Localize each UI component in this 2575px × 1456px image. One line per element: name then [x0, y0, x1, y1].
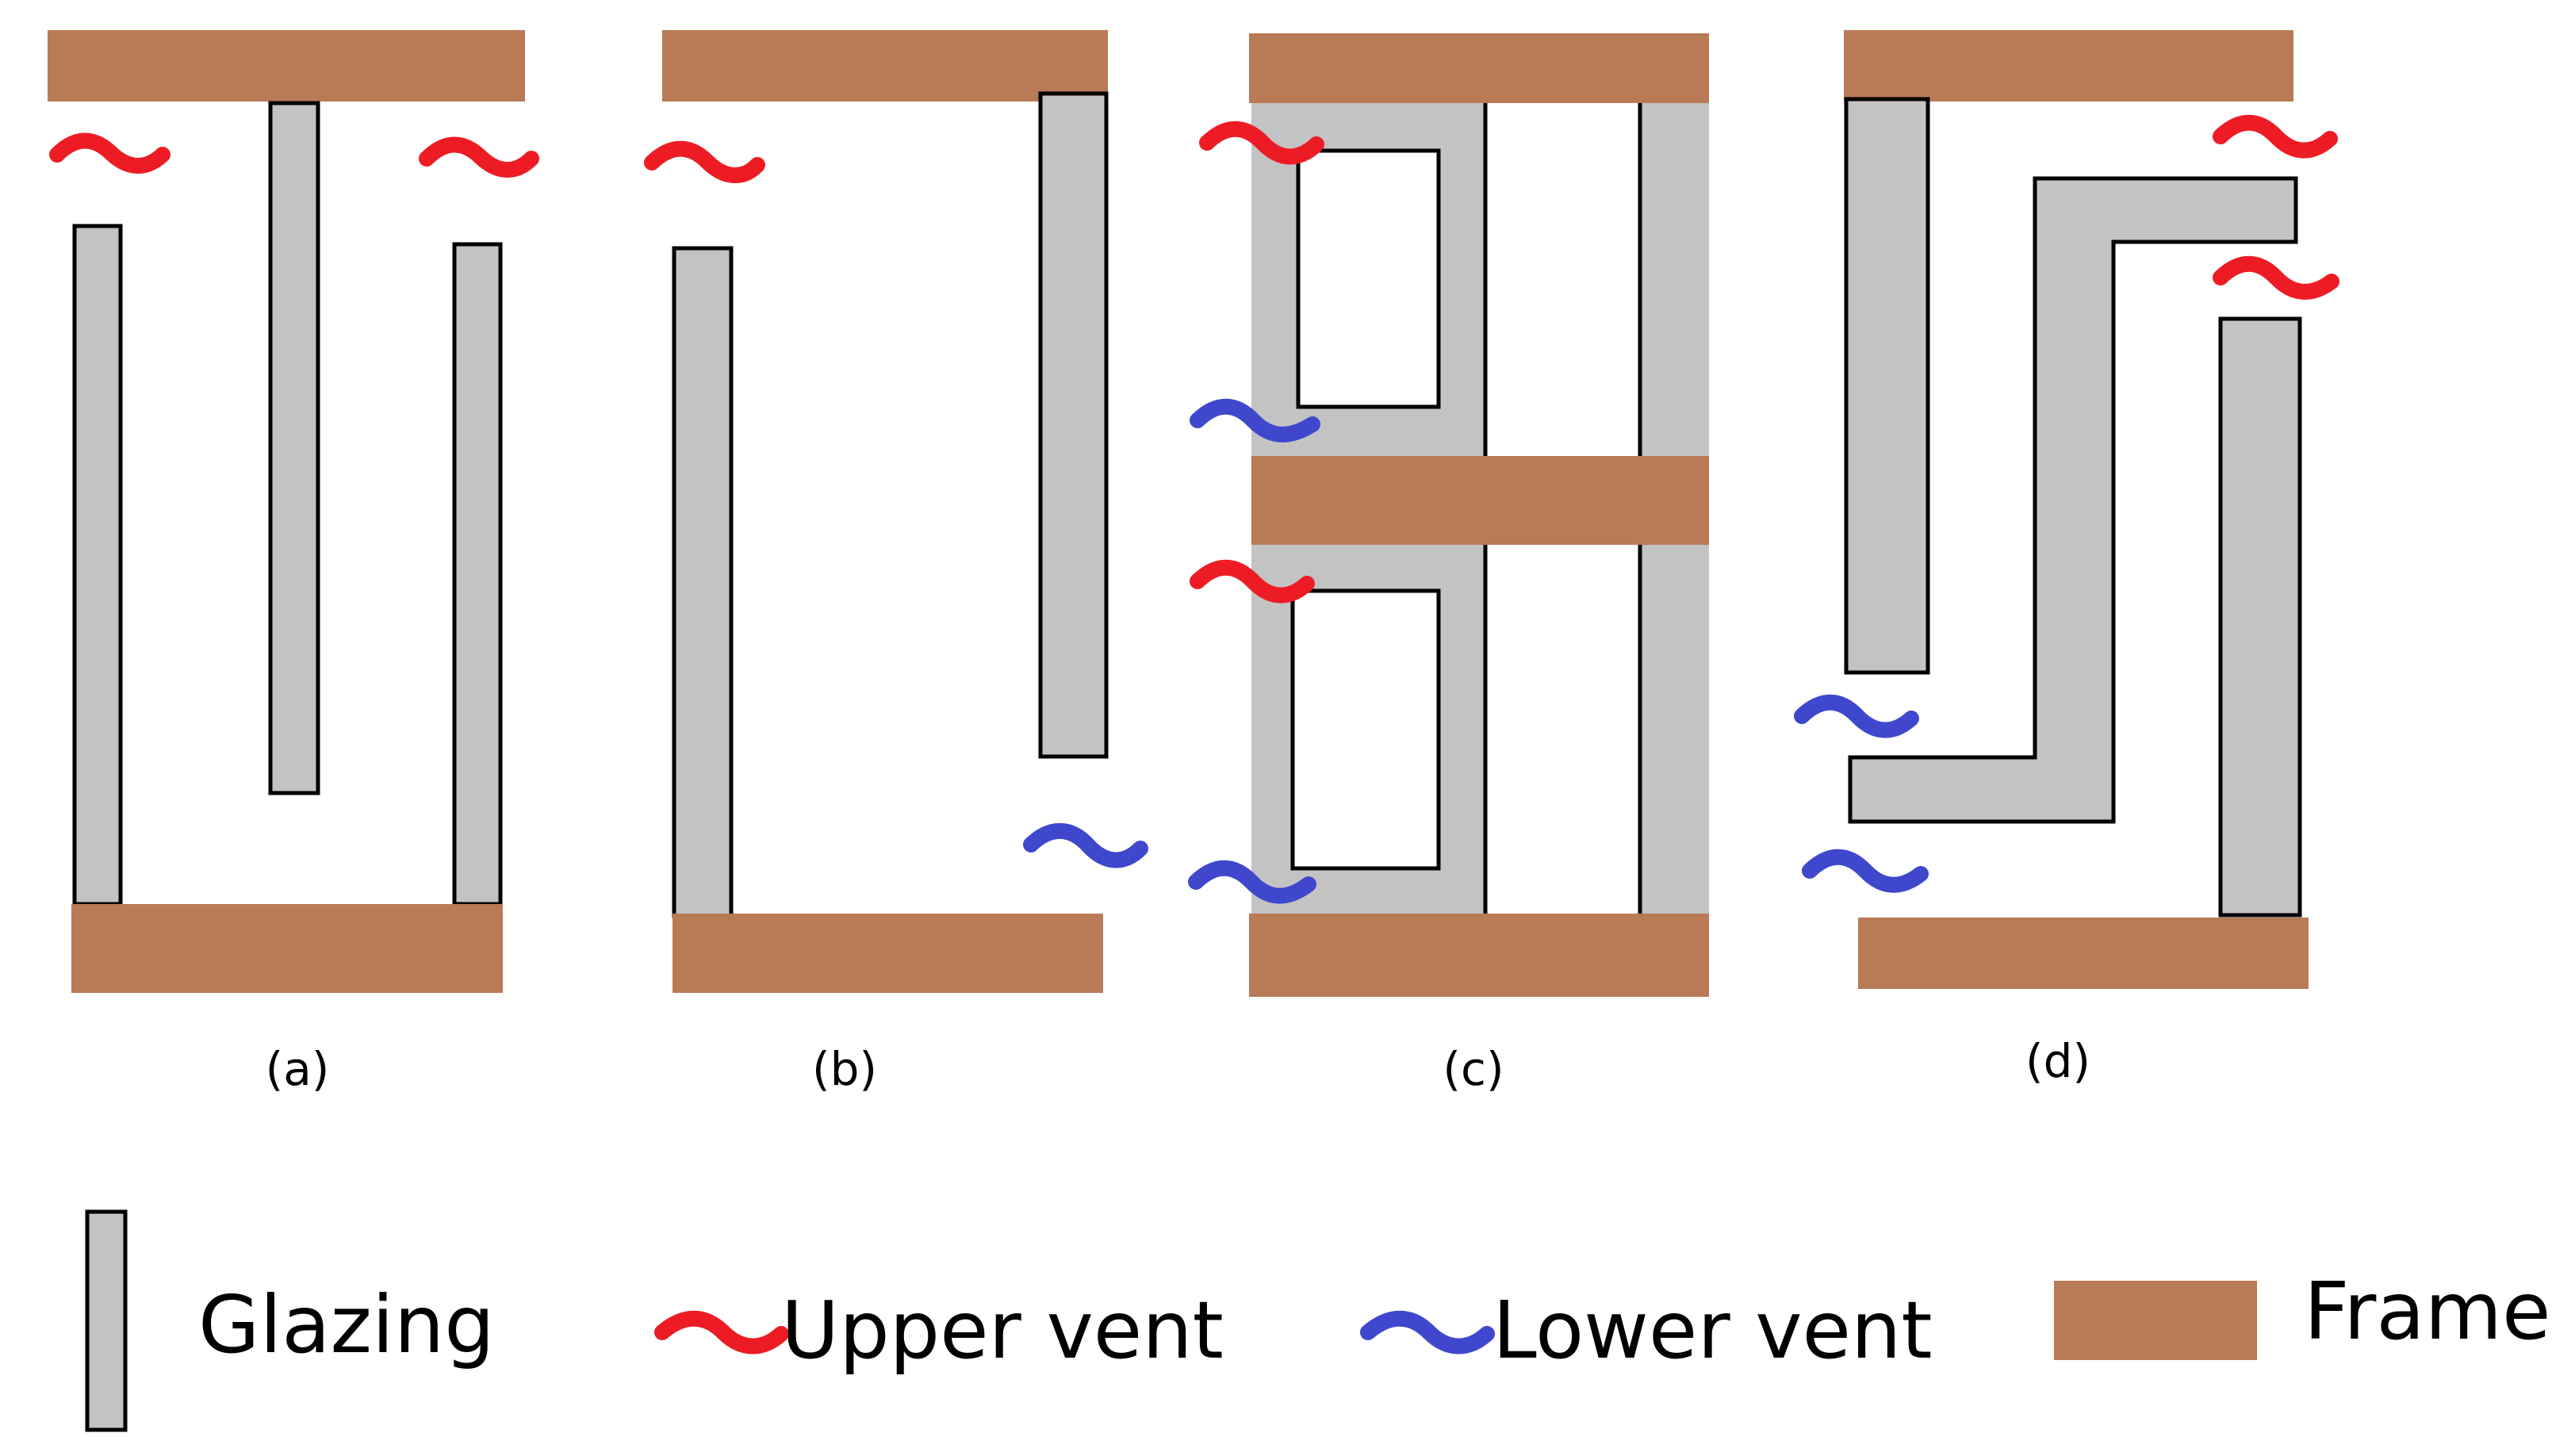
- window-opening-lower: [1290, 588, 1441, 871]
- upper-vent-icon: [2213, 255, 2339, 300]
- panel-label: (d): [2025, 1034, 2090, 1088]
- glazing-pane-outer-lower: [1640, 545, 1709, 914]
- upper-vent-icon: [2213, 114, 2338, 159]
- legend-item-glazing: Glazing: [85, 1209, 495, 1432]
- frame-swatch-icon: [2054, 1281, 2257, 1360]
- panel-a: (a): [48, 30, 539, 1096]
- glazing-pane-stepped: [1848, 176, 2298, 824]
- frame-bottom: [1858, 918, 2309, 989]
- upper-vent-icon: [644, 140, 765, 183]
- glazing-pane-left: [1844, 97, 1930, 675]
- frame-top: [1844, 30, 2293, 102]
- upper-vent-icon: [419, 136, 539, 178]
- panel-d: (d): [1794, 30, 2339, 1088]
- panel-label: (a): [266, 1042, 330, 1096]
- upper-vent-swatch-icon: [654, 1310, 789, 1354]
- legend-label-upper-vent: Upper vent: [781, 1284, 1224, 1377]
- glazing-swatch-icon: [85, 1209, 128, 1432]
- lower-vent-icon: [1802, 849, 1929, 893]
- frame-top: [1249, 33, 1709, 103]
- lower-vent-icon: [1188, 860, 1316, 904]
- glazing-pane-outer-upper: [1640, 103, 1709, 456]
- glazing-pane-left: [672, 246, 734, 918]
- frame-top: [662, 30, 1108, 102]
- glazing-pane-middle: [268, 101, 320, 795]
- legend-label-frame: Frame: [2304, 1265, 2551, 1358]
- legend-item-upper-vent: Upper vent: [654, 1284, 1224, 1377]
- lower-vent-icon: [1190, 398, 1320, 443]
- upper-vent-icon: [1199, 121, 1324, 165]
- upper-vent-icon: [49, 132, 171, 174]
- legend: Glazing Upper vent Lower vent Frame: [85, 1209, 2551, 1432]
- panel-b: (b): [644, 30, 1148, 1096]
- legend-item-frame: Frame: [2054, 1265, 2551, 1360]
- window-opening-upper: [1296, 148, 1441, 409]
- frame-top: [48, 30, 525, 102]
- legend-item-lower-vent: Lower vent: [1360, 1284, 1933, 1377]
- frame-bottom: [71, 904, 503, 993]
- lower-vent-icon: [1794, 694, 1919, 738]
- panel-c: (c): [1188, 33, 1709, 1096]
- legend-label-glazing: Glazing: [198, 1278, 495, 1371]
- lower-vent-swatch-icon: [1360, 1310, 1495, 1354]
- frame-bottom: [672, 914, 1103, 993]
- frame-bottom: [1249, 914, 1709, 997]
- glazing-pane-right: [2218, 316, 2302, 918]
- glazing-pane-right: [452, 242, 503, 906]
- glazing-pane-right: [1038, 91, 1109, 759]
- frame-middle: [1251, 456, 1709, 545]
- panel-label: (c): [1443, 1042, 1504, 1096]
- legend-label-lower-vent: Lower vent: [1493, 1284, 1933, 1377]
- panel-label: (b): [812, 1042, 877, 1096]
- upper-vent-icon: [1190, 559, 1315, 603]
- glazing-pane-left: [72, 224, 123, 906]
- lower-vent-icon: [1023, 822, 1148, 868]
